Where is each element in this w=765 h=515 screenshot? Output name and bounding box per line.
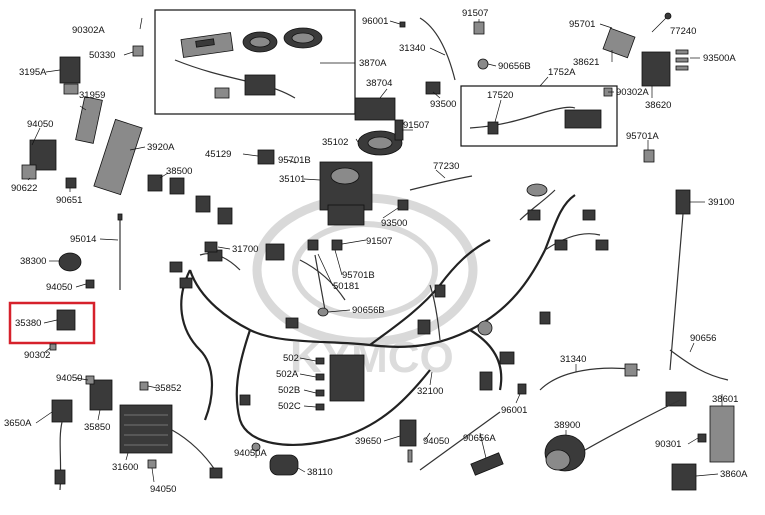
- label-90301: 90301: [655, 439, 681, 450]
- leader-lines: [27, 17, 723, 483]
- key-set-parts: [174, 27, 323, 99]
- label-38620: 38620: [645, 100, 671, 111]
- label-94050-c: 94050: [423, 436, 449, 447]
- label-38601: 38601: [712, 394, 738, 405]
- label-77240: 77240: [670, 26, 696, 37]
- label-3870A: 3870A: [359, 58, 387, 69]
- label-50181: 50181: [333, 281, 359, 292]
- label-91507-mid: 91507: [403, 120, 429, 131]
- label-93500-mid: 93500: [381, 218, 407, 229]
- label-31600: 31600: [112, 462, 138, 473]
- label-35852: 35852: [155, 383, 181, 394]
- label-91507-low: 91507: [366, 236, 392, 247]
- label-3860A: 3860A: [720, 469, 748, 480]
- label-31340-top: 31340: [399, 43, 425, 54]
- label-3920A: 3920A: [147, 142, 175, 153]
- label-502: 502: [283, 353, 299, 364]
- label-50330: 50330: [89, 50, 115, 61]
- label-502A: 502A: [276, 369, 299, 380]
- label-96001-top: 96001: [362, 16, 388, 27]
- label-95014: 95014: [70, 234, 96, 245]
- label-96001-low: 96001: [501, 405, 527, 416]
- label-38704: 38704: [366, 78, 392, 89]
- harness-connectors: [169, 183, 609, 406]
- bottom-left-parts: [51, 375, 223, 491]
- label-38110: 38110: [307, 467, 333, 478]
- left-column-parts: [21, 45, 233, 351]
- center-lower-parts: [251, 354, 681, 476]
- label-3195A: 3195A: [19, 67, 47, 78]
- label-38500: 38500: [166, 166, 192, 177]
- right-upper-parts: [469, 12, 735, 491]
- label-94050-bot: 94050: [150, 484, 176, 495]
- label-90656B-top: 90656B: [498, 61, 531, 72]
- label-94050-mid: 94050: [46, 282, 72, 293]
- label-39100: 39100: [708, 197, 734, 208]
- label-93500-top: 93500: [430, 99, 456, 110]
- label-31700: 31700: [232, 244, 258, 255]
- label-38900: 38900: [554, 420, 580, 431]
- label-1752A: 1752A: [548, 67, 576, 78]
- part-labels: 90302A 50330 3195A 31959 94050 90622 906…: [4, 8, 748, 495]
- label-38621: 38621: [573, 57, 599, 68]
- label-45129: 45129: [205, 149, 231, 160]
- label-94050-bl: 94050: [56, 373, 82, 384]
- label-95701-top: 95701: [569, 19, 595, 30]
- label-31340-low: 31340: [560, 354, 586, 365]
- label-93500A: 93500A: [703, 53, 736, 64]
- label-35101: 35101: [279, 174, 305, 185]
- main-wiring-harness: [180, 189, 601, 446]
- label-502B: 502B: [278, 385, 300, 396]
- label-90656A: 90656A: [463, 433, 496, 444]
- label-35850: 35850: [84, 422, 110, 433]
- label-502C: 502C: [278, 401, 301, 412]
- label-77230: 77230: [433, 161, 459, 172]
- label-17520: 17520: [487, 90, 513, 101]
- label-90656: 90656: [690, 333, 716, 344]
- wire-callout-box: [460, 85, 618, 147]
- highlight-box-35380[interactable]: [8, 301, 96, 345]
- label-39650: 39650: [355, 436, 381, 447]
- label-38300: 38300: [20, 256, 46, 267]
- label-90622: 90622: [11, 183, 37, 194]
- label-95701B-mid: 95701B: [278, 155, 311, 166]
- label-90656B-low: 90656B: [352, 305, 385, 316]
- ignition-parts: [257, 17, 489, 317]
- label-94050A: 94050A: [234, 448, 267, 459]
- label-90302: 90302: [24, 350, 50, 361]
- key-set-callout-box: [154, 9, 356, 115]
- label-94050-left: 94050: [27, 119, 53, 130]
- label-90302A-top: 90302A: [72, 25, 105, 36]
- label-3650A: 3650A: [4, 418, 32, 429]
- label-91507-top: 91507: [462, 8, 488, 19]
- label-90651: 90651: [56, 195, 82, 206]
- label-90302A-right: 90302A: [616, 87, 649, 98]
- label-31959: 31959: [79, 90, 105, 101]
- label-35380[interactable]: 35380: [15, 318, 41, 329]
- label-35102: 35102: [322, 137, 348, 148]
- label-95701A: 95701A: [626, 131, 659, 142]
- label-95701B-low: 95701B: [342, 270, 375, 281]
- label-32100: 32100: [417, 386, 443, 397]
- brand-watermark-text: KYMCO: [290, 333, 454, 382]
